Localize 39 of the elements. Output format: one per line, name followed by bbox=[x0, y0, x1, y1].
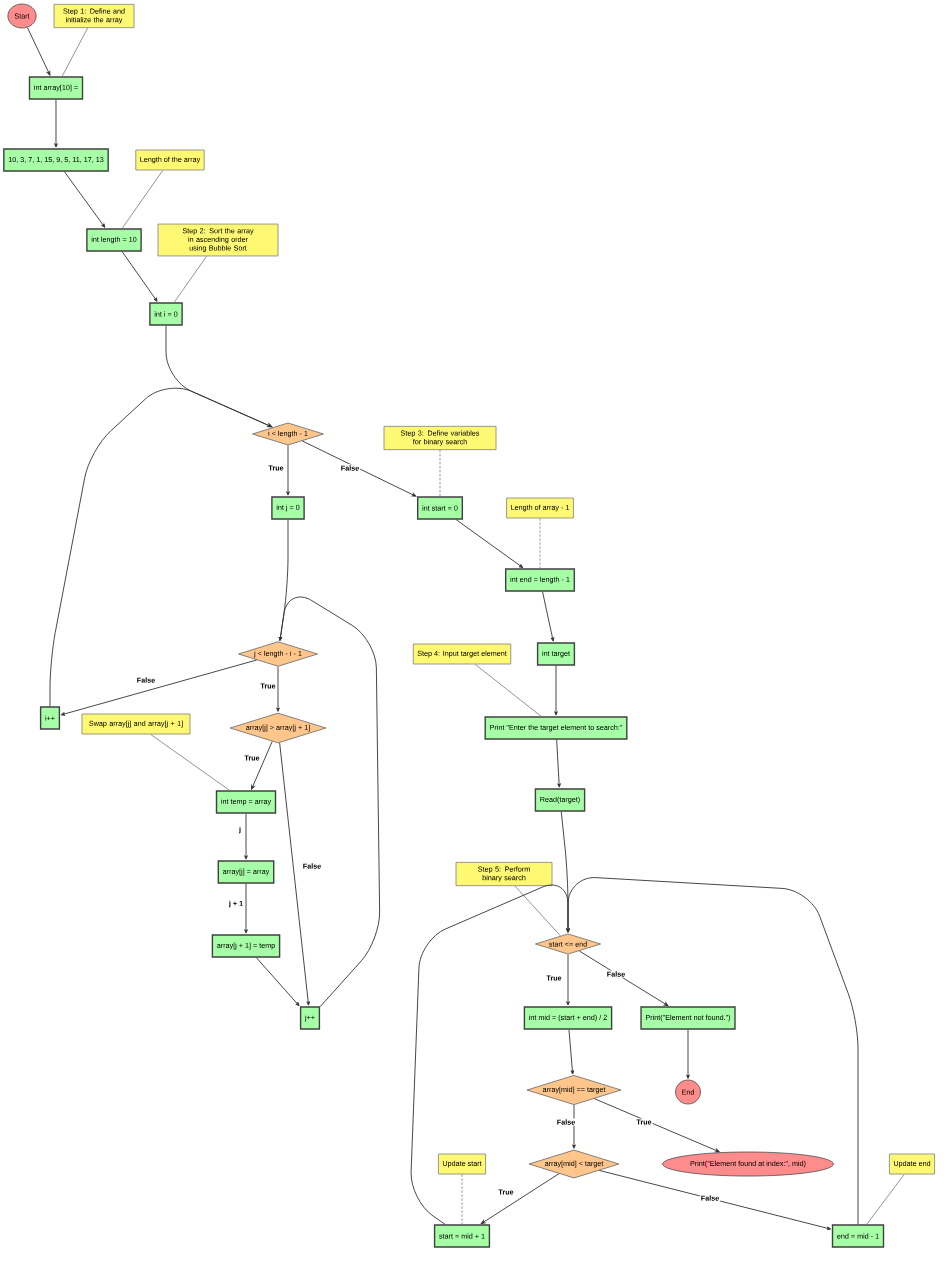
leader-line bbox=[61, 27, 89, 77]
leader-line bbox=[150, 733, 230, 791]
arrow bbox=[556, 739, 561, 788]
arrow bbox=[27, 27, 51, 76]
arrow bbox=[60, 659, 258, 716]
arrow bbox=[686, 1029, 690, 1079]
arrow bbox=[278, 596, 381, 1008]
leader-line bbox=[514, 885, 561, 937]
leader-line bbox=[121, 169, 164, 229]
arrow bbox=[578, 950, 669, 1007]
arrow bbox=[244, 813, 248, 860]
arrow bbox=[244, 883, 248, 934]
arrow bbox=[121, 251, 158, 302]
arrow bbox=[593, 1098, 720, 1153]
leader-line bbox=[866, 1173, 905, 1225]
arrow bbox=[572, 1104, 576, 1149]
arrow bbox=[54, 99, 58, 148]
leader-line bbox=[173, 255, 207, 303]
arrow bbox=[566, 877, 859, 1225]
arrow bbox=[598, 1170, 832, 1231]
arrow bbox=[255, 957, 300, 1007]
arrow bbox=[279, 742, 311, 1006]
leader-line bbox=[461, 1173, 463, 1225]
arrow bbox=[566, 954, 570, 1006]
arrow bbox=[410, 884, 570, 1225]
arrow bbox=[286, 445, 290, 496]
leader-line bbox=[539, 517, 541, 569]
leader-line bbox=[439, 449, 441, 497]
leader-line bbox=[474, 663, 542, 717]
arrow bbox=[251, 741, 273, 790]
arrow bbox=[554, 665, 558, 716]
arrow bbox=[542, 591, 555, 642]
arrow bbox=[276, 666, 280, 712]
arrow bbox=[64, 171, 106, 228]
arrow bbox=[480, 1173, 560, 1225]
arrow bbox=[301, 440, 417, 497]
arrow bbox=[49, 387, 273, 707]
arrow bbox=[455, 519, 524, 569]
arrow bbox=[568, 1029, 575, 1075]
